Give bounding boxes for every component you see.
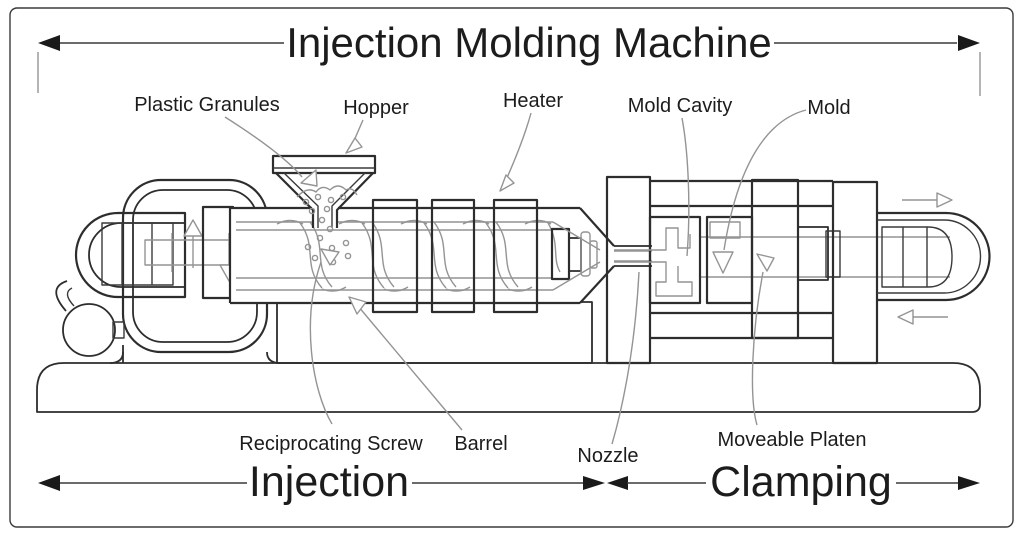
barrel-arrow-icon bbox=[348, 296, 367, 315]
clamping-unit bbox=[605, 175, 991, 365]
callout-mold: Mold bbox=[712, 97, 851, 274]
hopper-label: Hopper bbox=[343, 97, 409, 119]
heater-leader bbox=[505, 112, 532, 181]
heater-band-1 bbox=[371, 198, 419, 314]
reciprocation-up-arrow-icon bbox=[183, 219, 203, 268]
fixed-mold-half bbox=[648, 215, 702, 305]
injection-arrowhead-left-icon bbox=[38, 475, 60, 491]
reciprocating-screw-flights bbox=[276, 219, 561, 292]
heater-label: Heater bbox=[503, 90, 563, 112]
title-arrowhead-left-icon bbox=[38, 35, 60, 51]
callout-nozzle: Nozzle bbox=[577, 271, 640, 467]
hopper-funnel-inner bbox=[283, 172, 366, 228]
barrel-label: Barrel bbox=[454, 433, 507, 455]
screw-shaft bbox=[144, 239, 234, 266]
mold-cavity-lower bbox=[614, 261, 693, 297]
hopper-rim bbox=[271, 154, 377, 175]
mold-cavity-label: Mold Cavity bbox=[628, 95, 732, 117]
moveable-platen bbox=[750, 178, 800, 340]
clamp-open-arrow-icon bbox=[902, 192, 953, 208]
pump-coupling bbox=[112, 321, 125, 339]
hopper-arrow-icon bbox=[345, 137, 363, 154]
tie-bar-top bbox=[650, 179, 833, 208]
nozzle-channel bbox=[614, 245, 652, 267]
reciprocating-screw-arrow-icon bbox=[320, 248, 340, 266]
reciprocating-screw-label: Reciprocating Screw bbox=[239, 433, 423, 455]
hydraulic-pump bbox=[62, 303, 116, 357]
hopper-funnel-outer bbox=[275, 172, 374, 228]
mold-cavity-leader bbox=[681, 117, 690, 257]
clamp-piston bbox=[881, 226, 953, 288]
clamp-column bbox=[831, 180, 879, 365]
nozzle-taper-outer bbox=[579, 207, 615, 304]
clamping-arrowhead-right-icon bbox=[958, 476, 980, 490]
machine-base bbox=[36, 362, 981, 413]
moveable-platen-leader bbox=[751, 271, 764, 426]
page-border bbox=[9, 7, 1014, 528]
clamp-cylinder-inner bbox=[877, 219, 982, 294]
motor-housing-inner bbox=[88, 222, 186, 288]
clamp-cylinder-outer bbox=[877, 211, 991, 302]
callout-heater: Heater bbox=[499, 90, 563, 192]
callout-mold-cavity: Mold Cavity bbox=[628, 95, 732, 257]
pump-pipe-inner bbox=[66, 287, 75, 307]
stationary-platen bbox=[605, 175, 652, 365]
callout-hopper: Hopper bbox=[343, 97, 409, 154]
clamping-arrowhead-left-icon bbox=[607, 476, 628, 490]
mold-label: Mold bbox=[807, 97, 850, 119]
barrel-assembly bbox=[228, 206, 580, 305]
barrel-leader bbox=[357, 305, 463, 431]
moveable-platen-arrow-icon bbox=[756, 253, 775, 272]
tie-bar-center-lines bbox=[700, 236, 950, 278]
title-arrowhead-right-icon bbox=[958, 35, 980, 51]
clamp-close-arrow-icon bbox=[897, 309, 948, 325]
heater-arrow-icon bbox=[499, 174, 515, 192]
title-dimension-arrow: Injection Molding Machine bbox=[37, 19, 981, 96]
pump-pipe-outer bbox=[55, 280, 68, 312]
reciprocating-screw-leader bbox=[309, 261, 333, 425]
nozzle-assembly bbox=[550, 207, 652, 304]
clamping-section-label: Clamping bbox=[710, 458, 892, 506]
injection-section-label: Injection bbox=[249, 458, 409, 506]
tie-bar-bottom bbox=[650, 311, 833, 340]
granule-heap-line bbox=[296, 185, 358, 198]
plastic-granule-dots bbox=[302, 193, 352, 266]
hopper-assembly bbox=[271, 154, 377, 266]
motor-housing-outer bbox=[74, 211, 187, 299]
callout-barrel: Barrel bbox=[348, 296, 508, 455]
barrel-body bbox=[230, 208, 580, 303]
heater-band-2 bbox=[430, 198, 476, 314]
callout-moveable-platen: Moveable Platen bbox=[718, 253, 867, 451]
injection-arrowhead-right-icon bbox=[583, 476, 605, 490]
nozzle-leader bbox=[611, 271, 640, 445]
heater-band-3 bbox=[492, 198, 539, 314]
plastic-granules-arrow-icon bbox=[300, 169, 318, 187]
motor-piston bbox=[101, 222, 174, 286]
platen-boss bbox=[797, 226, 829, 281]
callout-plastic-granules: Plastic Granules bbox=[134, 94, 318, 187]
nozzle-channel-bore bbox=[614, 250, 652, 262]
screw-root-lines bbox=[236, 229, 552, 279]
plastic-granules-label: Plastic Granules bbox=[134, 94, 280, 116]
plastic-granules-leader bbox=[224, 116, 303, 178]
moving-mold-insert bbox=[709, 221, 741, 239]
screw-tip-cap-2 bbox=[589, 240, 598, 269]
callout-reciprocating-screw: Reciprocating Screw bbox=[239, 248, 423, 455]
mold-cavity-upper bbox=[614, 227, 691, 251]
heater-bands bbox=[371, 198, 539, 314]
nozzle-taper-inner bbox=[552, 221, 601, 291]
mold-arrow-icon bbox=[712, 251, 734, 274]
barrel-outline bbox=[228, 206, 580, 305]
nozzle-label: Nozzle bbox=[577, 445, 638, 467]
base-fillet-left bbox=[109, 351, 124, 364]
diagram-title: Injection Molding Machine bbox=[286, 19, 772, 66]
base-platform bbox=[36, 351, 981, 413]
callout-labels: Plastic Granules Hopper Heater Mold Cavi… bbox=[134, 90, 866, 467]
machine-drawing bbox=[36, 154, 991, 413]
base-fillet-right bbox=[266, 351, 281, 364]
section-dimension-arrows: Injection Clamping bbox=[38, 458, 980, 506]
mold-leader bbox=[723, 109, 807, 251]
moveable-platen-label: Moveable Platen bbox=[718, 429, 867, 451]
